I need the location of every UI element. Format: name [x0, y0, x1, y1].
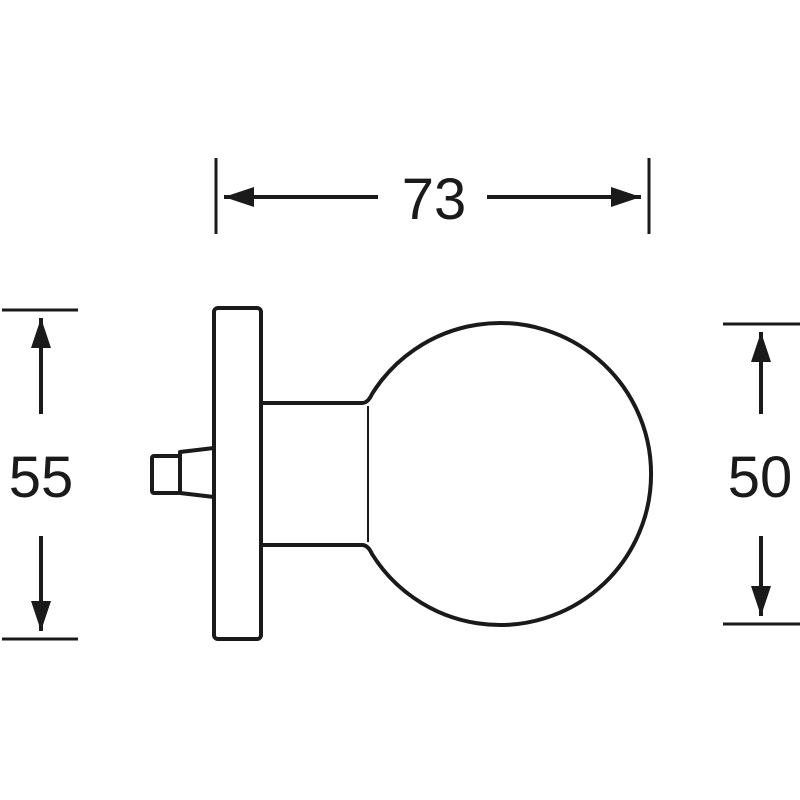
width-dimension-label: 73	[402, 167, 467, 232]
spindle	[178, 446, 215, 499]
knob-diameter-dimension: 50	[723, 322, 800, 626]
rosette-height-dimension: 55	[2, 308, 78, 641]
width-dimension: 73	[214, 158, 651, 234]
rosette-plate	[212, 306, 263, 641]
rosette-height-label: 55	[9, 445, 74, 510]
door-knob	[150, 306, 653, 641]
knob-neck-and-ball	[261, 321, 653, 627]
spindle-end	[150, 454, 182, 495]
knob-diameter-label: 50	[728, 445, 793, 510]
